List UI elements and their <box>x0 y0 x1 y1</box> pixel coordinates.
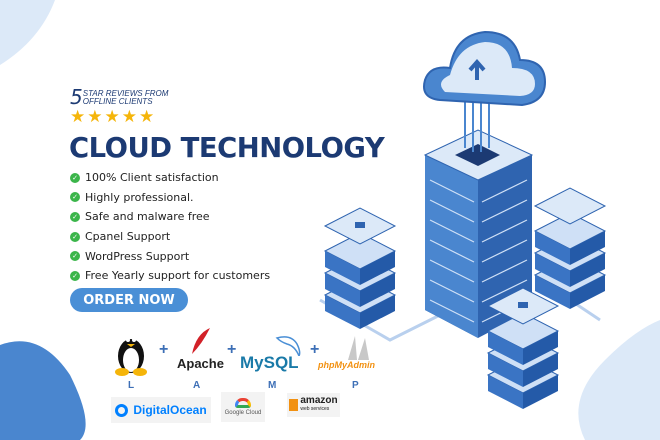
cloud-server-illustration <box>319 30 607 410</box>
mysql-dolphin-icon <box>275 336 301 356</box>
server-stack-bottom <box>486 287 560 410</box>
cloud-icon <box>423 30 547 107</box>
digitalocean-icon <box>115 403 129 417</box>
server-tower <box>423 129 534 338</box>
server-stack-right <box>533 187 607 310</box>
reviews-number: 5 <box>70 85 83 109</box>
check-icon: ✓ <box>70 172 80 183</box>
phpmyadmin-sail-icon <box>348 336 369 360</box>
google-cloud-text: Google Cloud <box>224 410 262 416</box>
server-stack-left <box>323 207 397 330</box>
feature-text: Highly professional. <box>85 190 194 204</box>
phpmyadmin-logo-text: phpMyAdmin <box>318 360 375 370</box>
check-icon: ✓ <box>70 211 80 222</box>
list-item: ✓ 100% Client satisfaction <box>70 168 270 188</box>
aws-subtext: web services <box>300 406 330 412</box>
list-item: ✓ Free Yearly support for customers <box>70 266 270 286</box>
linux-penguin-icon <box>115 338 147 376</box>
order-now-button[interactable]: ORDER NOW <box>70 288 188 312</box>
check-icon: ✓ <box>70 192 80 203</box>
feature-text: WordPress Support <box>85 249 190 263</box>
aws-text: amazon <box>300 395 338 406</box>
plus-sign: + <box>159 341 169 358</box>
decor-blob-bottom-right <box>578 320 660 440</box>
apache-logo-text: Apache <box>177 356 224 371</box>
decor-blob-top-left <box>0 0 55 65</box>
plus-sign: + <box>227 341 237 358</box>
apache-feather-icon <box>192 328 210 354</box>
feature-text: 100% Client satisfaction <box>85 171 219 185</box>
feature-list: ✓ 100% Client satisfaction ✓ Highly profes… <box>70 168 270 286</box>
google-cloud-icon <box>235 398 251 408</box>
reviews-text-2: OFFLINE CLIENTS <box>82 97 153 106</box>
digitalocean-logo: DigitalOcean <box>111 397 211 423</box>
reviews-text-1: STAR REVIEWS FROM <box>82 89 169 98</box>
mysql-logo-text: MySQL <box>240 353 299 372</box>
check-icon: ✓ <box>70 270 80 281</box>
list-item: ✓ Highly professional. <box>70 188 270 208</box>
digitalocean-text: DigitalOcean <box>133 403 207 417</box>
lamp-label-p: P <box>352 380 359 391</box>
decor-blob-bottom-left <box>0 341 86 440</box>
check-icon: ✓ <box>70 251 80 262</box>
star-rating: ★★★★★ <box>70 107 157 126</box>
google-cloud-logo: Google Cloud <box>221 392 265 422</box>
plus-sign: + <box>310 341 320 358</box>
feature-text: Cpanel Support <box>85 230 171 244</box>
list-item: ✓ Safe and malware free <box>70 207 270 227</box>
lamp-label-a: A <box>193 380 201 391</box>
feature-text: Safe and malware free <box>85 210 210 224</box>
list-item: ✓ WordPress Support <box>70 246 270 266</box>
lamp-label-m: M <box>268 380 277 391</box>
aws-boxes-icon <box>289 399 299 411</box>
feature-text: Free Yearly support for customers <box>85 269 271 283</box>
page-title: CLOUD TECHNOLOGY <box>69 131 385 164</box>
check-icon: ✓ <box>70 231 80 242</box>
list-item: ✓ Cpanel Support <box>70 227 270 247</box>
lamp-label-l: L <box>128 380 135 391</box>
